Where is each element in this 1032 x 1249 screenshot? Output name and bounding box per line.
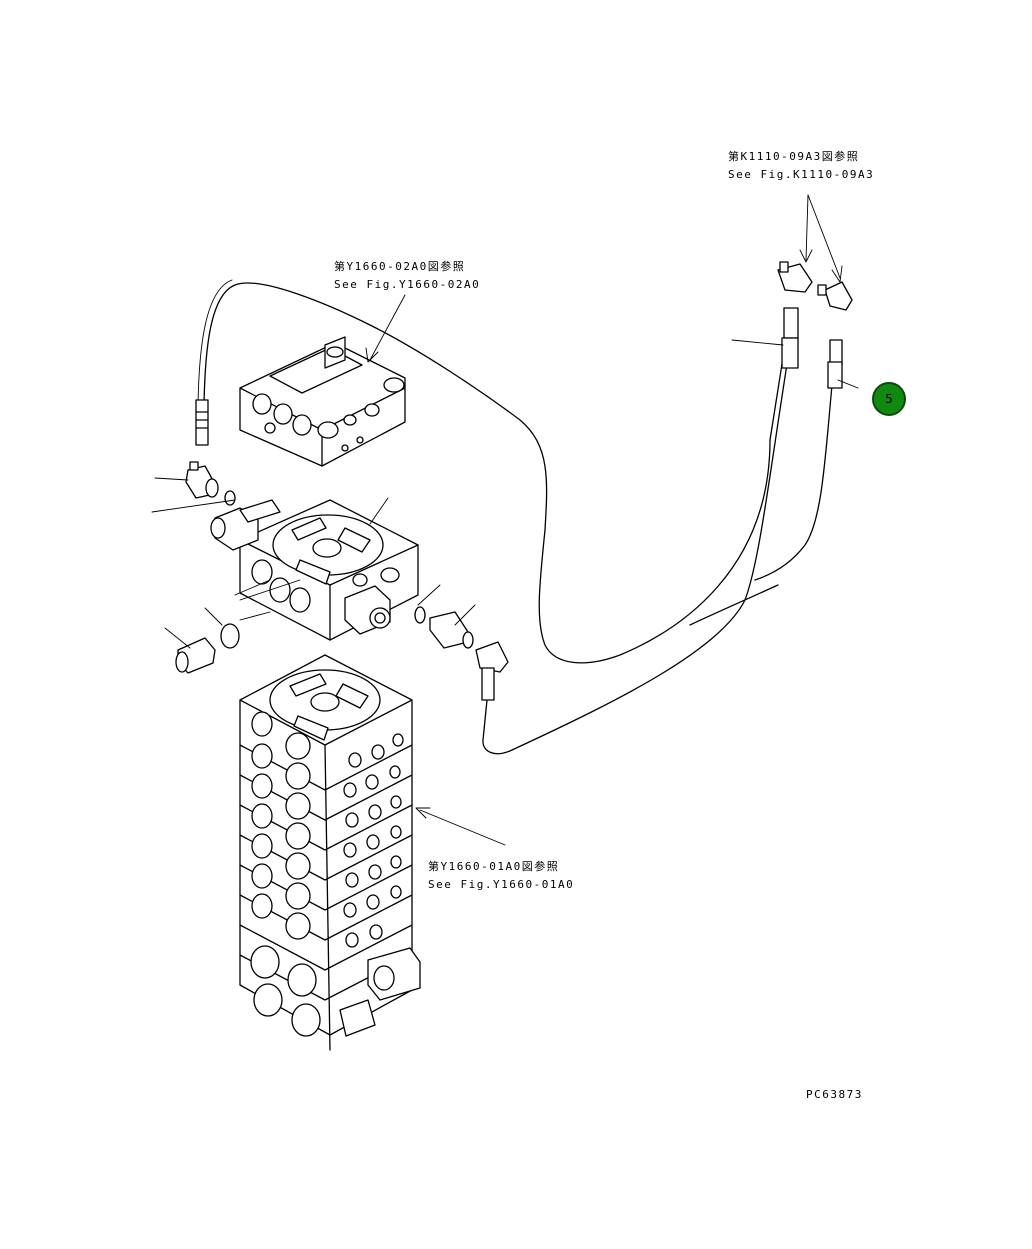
- reference-y1660-02-en: See Fig.Y1660-02A0: [334, 278, 481, 291]
- callout-5[interactable]: 5: [872, 382, 906, 416]
- reference-y1660-01-jp: 第Y1660-01A0図参照: [428, 860, 560, 873]
- drawing-code: PC63873: [806, 1088, 863, 1101]
- reference-y1660-02-jp: 第Y1660-02A0図参照: [334, 260, 466, 273]
- reference-k1110-jp: 第K1110-09A3図参照: [728, 150, 860, 163]
- middle-valve-body: [210, 499, 426, 641]
- leader-lines: [151, 194, 859, 846]
- left-fittings: [175, 461, 474, 674]
- hose-fittings: [195, 261, 853, 701]
- lower-valve-stack: [239, 654, 421, 1051]
- upper-valve-block: [239, 336, 406, 467]
- reference-k1110-en: See Fig.K1110-09A3: [728, 168, 875, 181]
- hose-routing: [197, 279, 833, 755]
- reference-y1660-01-en: See Fig.Y1660-01A0: [428, 878, 575, 891]
